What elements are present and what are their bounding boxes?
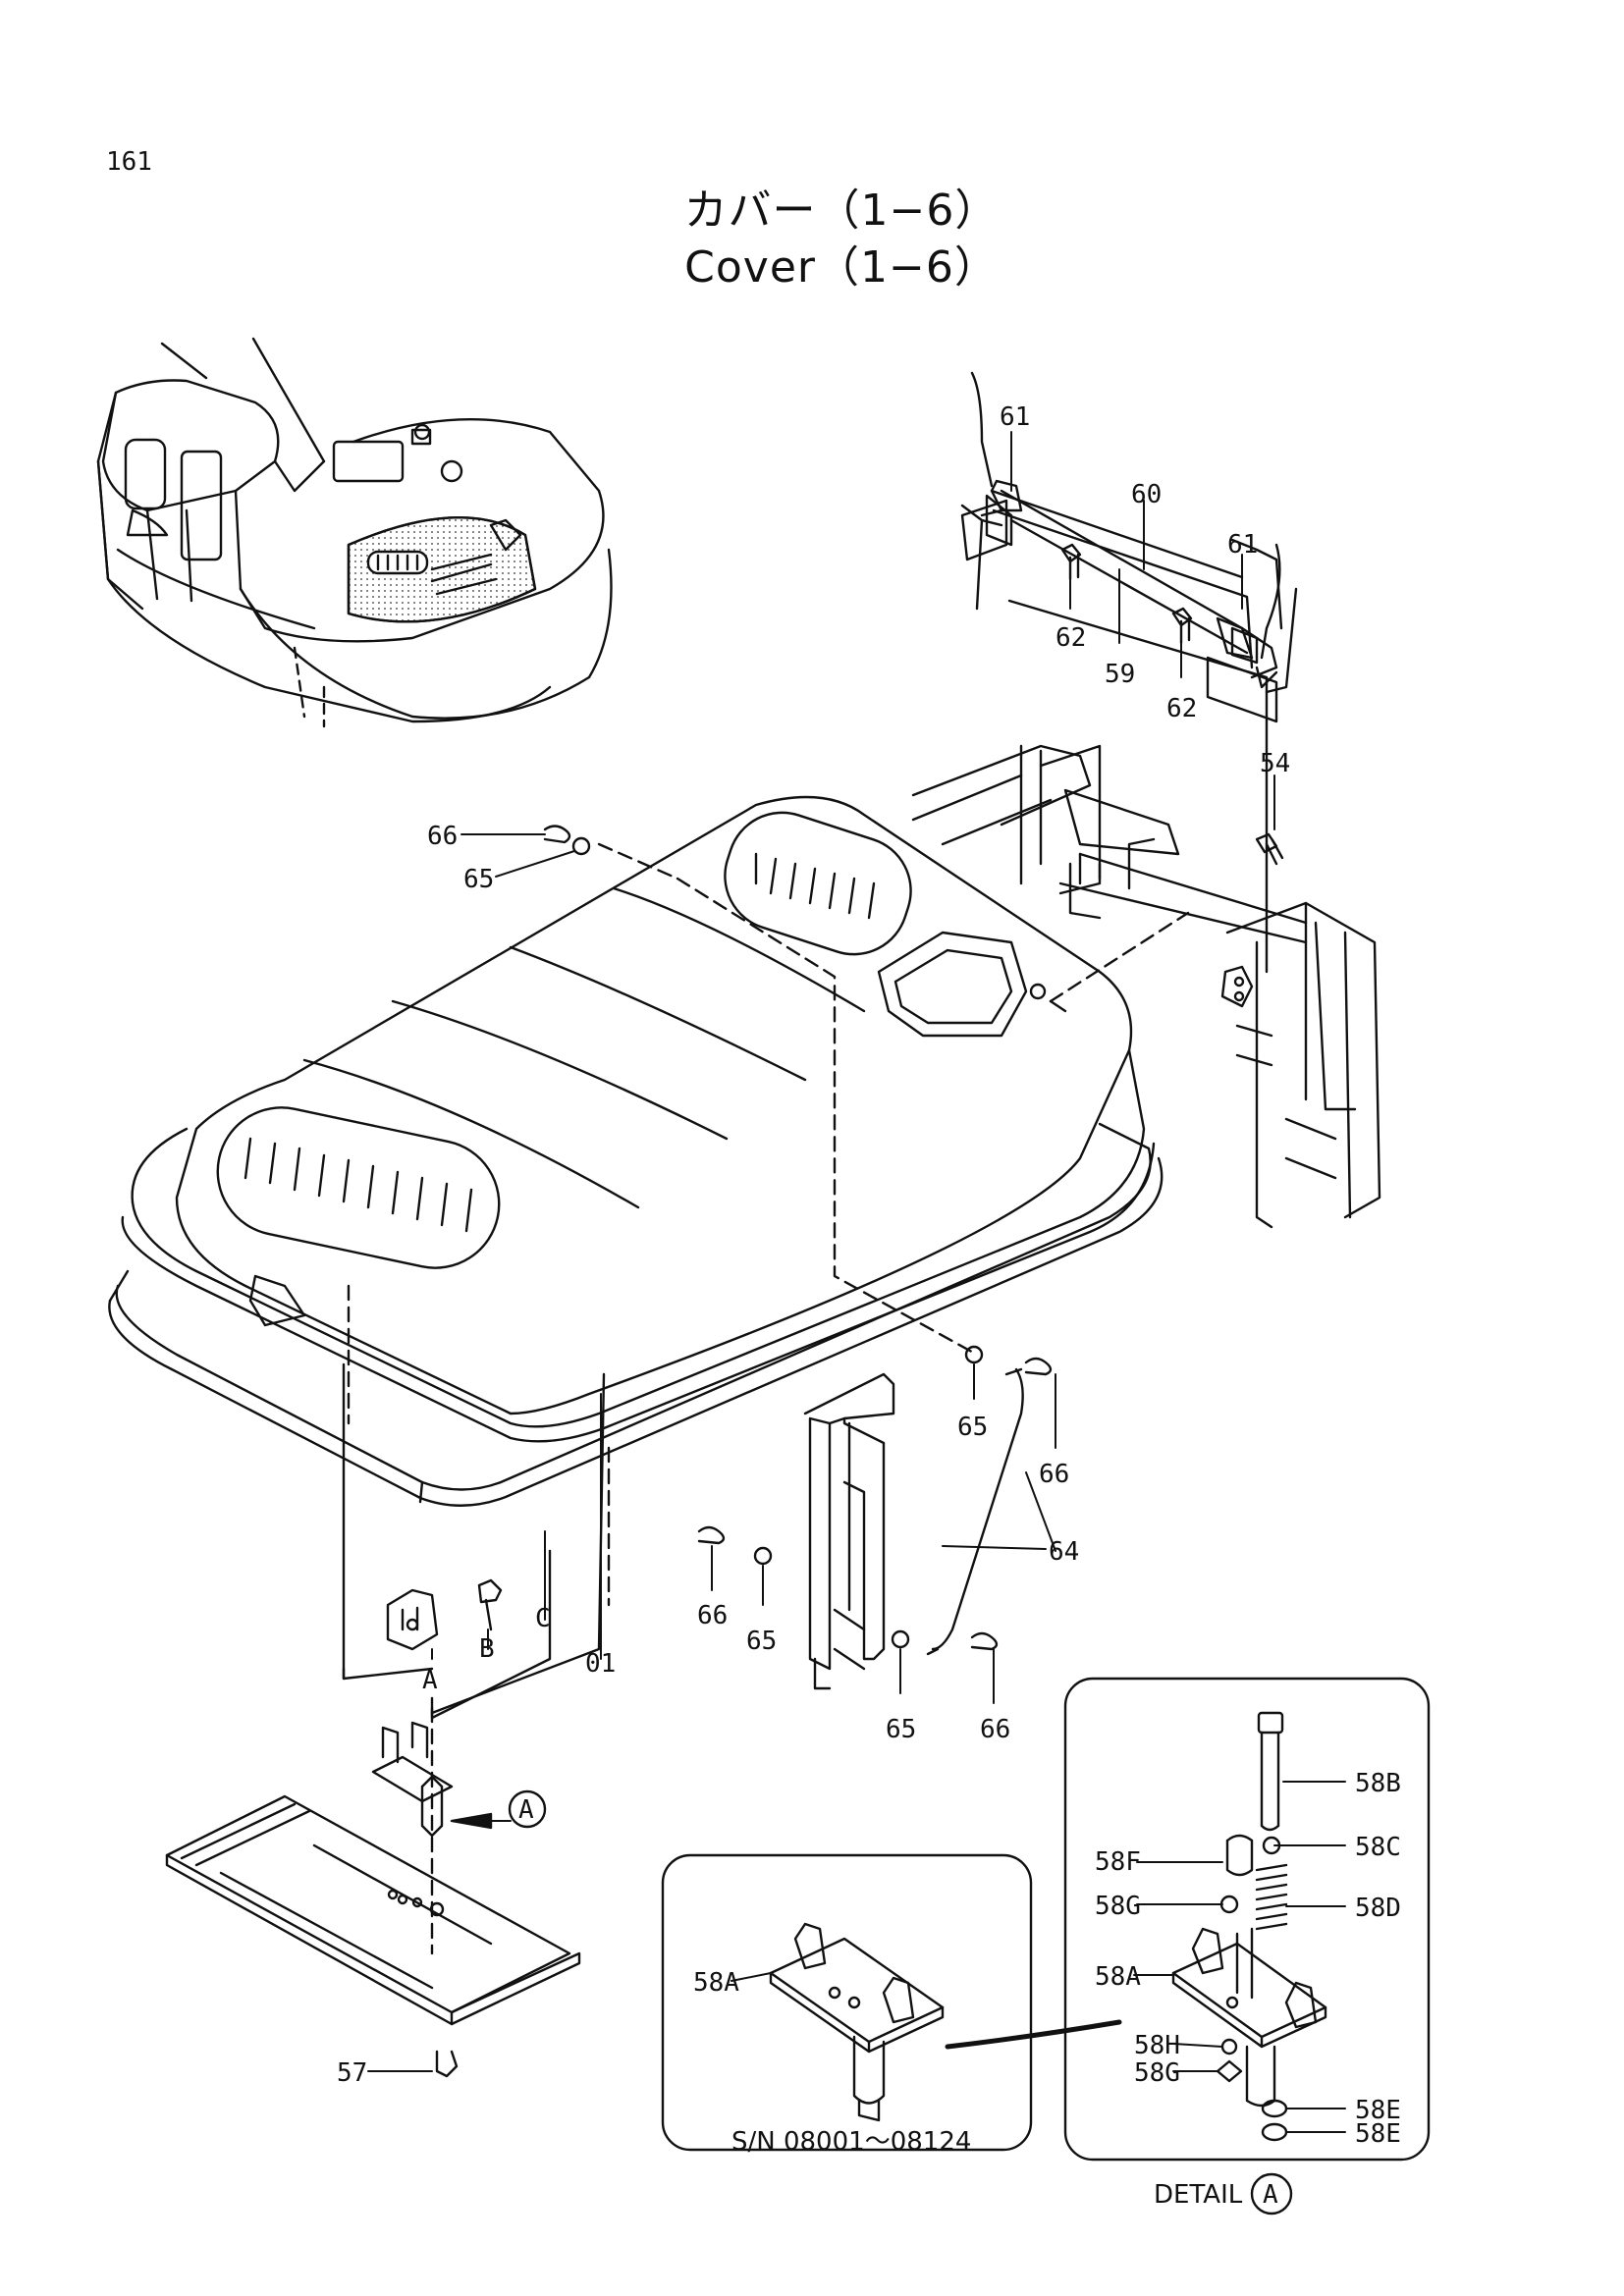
support-rod-illustration — [926, 1367, 1024, 1656]
serial-detail-box — [661, 1853, 1033, 2152]
title-english: Cover（1−6） — [684, 242, 999, 293]
callout-54: 54 — [1260, 749, 1290, 778]
callout-a: A — [422, 1666, 438, 1695]
callout-65-left: 65 — [746, 1627, 777, 1656]
latch-parts-illustration — [342, 1362, 606, 1720]
bracket-58a-small-illustration — [769, 1922, 945, 2122]
callout-c: C — [535, 1604, 551, 1633]
right-frame-illustration — [911, 489, 1381, 1229]
callout-58c: 58C — [1355, 1833, 1401, 1862]
washer-65-bottom-icon — [891, 1629, 910, 1649]
detail-arrow-icon — [450, 1812, 493, 1830]
engine-cover-illustration — [108, 795, 1164, 1507]
title-japanese: カバー（1−6） — [683, 186, 1000, 236]
detail-a-box — [1063, 1677, 1431, 2162]
callout-64: 64 — [1049, 1537, 1079, 1567]
slide-rail-illustration — [165, 1721, 581, 2078]
callout-57: 57 — [337, 2058, 367, 2088]
callout-58a: 58A — [1095, 1962, 1141, 1992]
callout-58d: 58D — [1355, 1894, 1401, 1923]
callout-58b: 58B — [1355, 1769, 1401, 1798]
callout-66-left: 66 — [697, 1601, 728, 1630]
clip-66-bottom-icon — [970, 1631, 999, 1651]
bracket-plate-illustration — [803, 1372, 895, 1690]
bolt-54-icon — [1255, 832, 1284, 866]
callout-65-top: 65 — [463, 865, 494, 894]
callout-58f: 58F — [1095, 1847, 1141, 1877]
callout-61-left: 61 — [1000, 402, 1030, 432]
callout-59: 59 — [1105, 660, 1135, 689]
fastener-62-left-icon — [1060, 543, 1082, 581]
clip-66-mid-icon — [1024, 1357, 1053, 1376]
callout-66-mid: 66 — [1039, 1460, 1069, 1489]
callout-60: 60 — [1131, 480, 1162, 509]
detail-marker-text: A — [518, 1795, 534, 1825]
callout-01: 01 — [585, 1649, 616, 1679]
callout-leader-lines — [367, 431, 1346, 2133]
washer-65-top-icon — [571, 836, 591, 856]
callout-58g-bottom: 58G — [1134, 2058, 1180, 2088]
detail-a-marker-text: A — [1263, 2180, 1278, 2210]
clip-66-top-icon — [543, 825, 571, 844]
callout-58a-small: 58A — [693, 1968, 739, 1998]
detail-a-label: DETAIL — [1154, 2180, 1243, 2210]
callout-labels: 61 60 61 62 59 62 54 66 65 65 66 64 66 6… — [337, 402, 1401, 2210]
callout-58g-top: 58G — [1095, 1892, 1141, 1921]
washer-65-mid-icon — [964, 1345, 984, 1364]
clip-66-left-icon — [697, 1525, 726, 1545]
callout-65-bottom: 65 — [886, 1715, 916, 1744]
pin-assembly-58-illustration — [1171, 1711, 1327, 2142]
leader-dashed-lines — [347, 842, 1190, 1955]
callout-58h: 58H — [1134, 2031, 1180, 2060]
detail-connector-line — [945, 2019, 1122, 2050]
callout-b: B — [479, 1634, 495, 1664]
callout-62-right: 62 — [1166, 694, 1197, 723]
callout-62-left: 62 — [1056, 623, 1086, 653]
fastener-62-right-icon — [1171, 607, 1193, 645]
callout-65-mid: 65 — [957, 1413, 988, 1442]
callout-61-right: 61 — [1227, 530, 1258, 560]
excavator-overview-illustration — [96, 337, 613, 728]
detail-a-marker-circle — [1250, 2172, 1293, 2216]
washer-65-left-icon — [753, 1546, 773, 1566]
callout-58e-top: 58E — [1355, 2096, 1401, 2125]
serial-number-note: S/N 08001～08124 — [731, 2127, 971, 2157]
callout-58e-bottom: 58E — [1355, 2119, 1401, 2149]
callout-66-bottom: 66 — [980, 1715, 1010, 1744]
page-number: 161 — [106, 147, 152, 177]
callout-66-top: 66 — [427, 822, 458, 851]
detail-marker-circle — [508, 1789, 547, 1829]
bracket-assembly-illustration — [960, 371, 1281, 723]
